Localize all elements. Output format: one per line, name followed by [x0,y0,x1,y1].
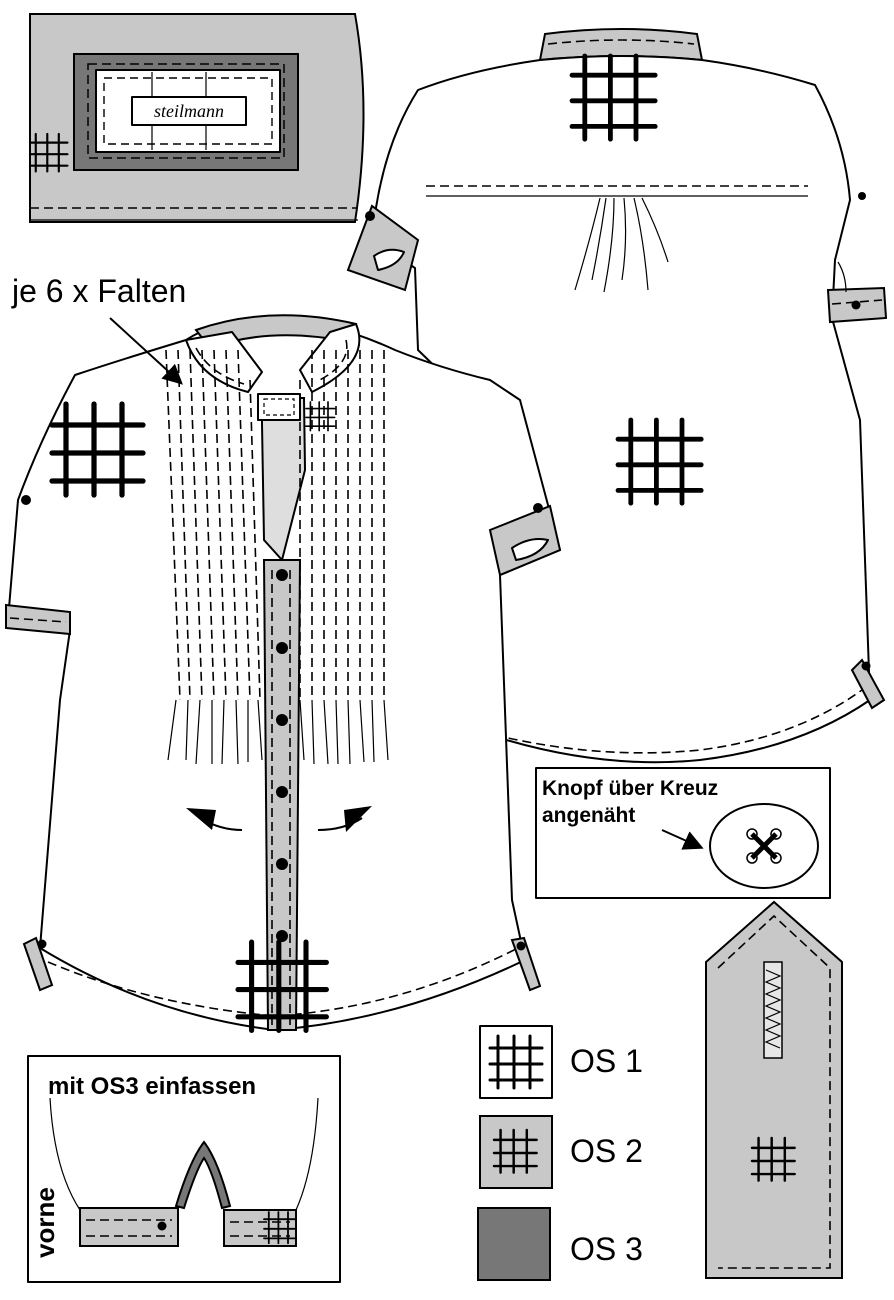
front-label: vorne [30,1187,60,1258]
button-label-line2: angenäht [542,804,635,827]
button-label-line1: Knopf über Kreuz [542,777,718,800]
legend-item-os1: OS 1 [479,1025,643,1099]
pleats-label: je 6 x Falten [11,273,186,309]
binding-label: mit OS3 einfassen [48,1073,256,1100]
binding-detail: mit OS3 einfassen vorne [27,1055,341,1283]
button-detail: Knopf über Kreuz angenäht [535,767,831,899]
brand-label: steilmann [154,101,224,121]
tab-detail [705,900,843,1279]
label-detail: steilmann [28,13,365,223]
legend-label-os2: OS 2 [570,1133,643,1169]
legend-item-os3: OS 3 [477,1207,643,1281]
legend-label-os1: OS 1 [570,1043,643,1079]
button-icon [746,828,782,864]
legend: OS 1 OS 2 OS 3 [477,1025,643,1281]
legend-label-os3: OS 3 [570,1231,643,1267]
legend-item-os2: OS 2 [479,1115,643,1189]
front-view [5,314,562,1030]
